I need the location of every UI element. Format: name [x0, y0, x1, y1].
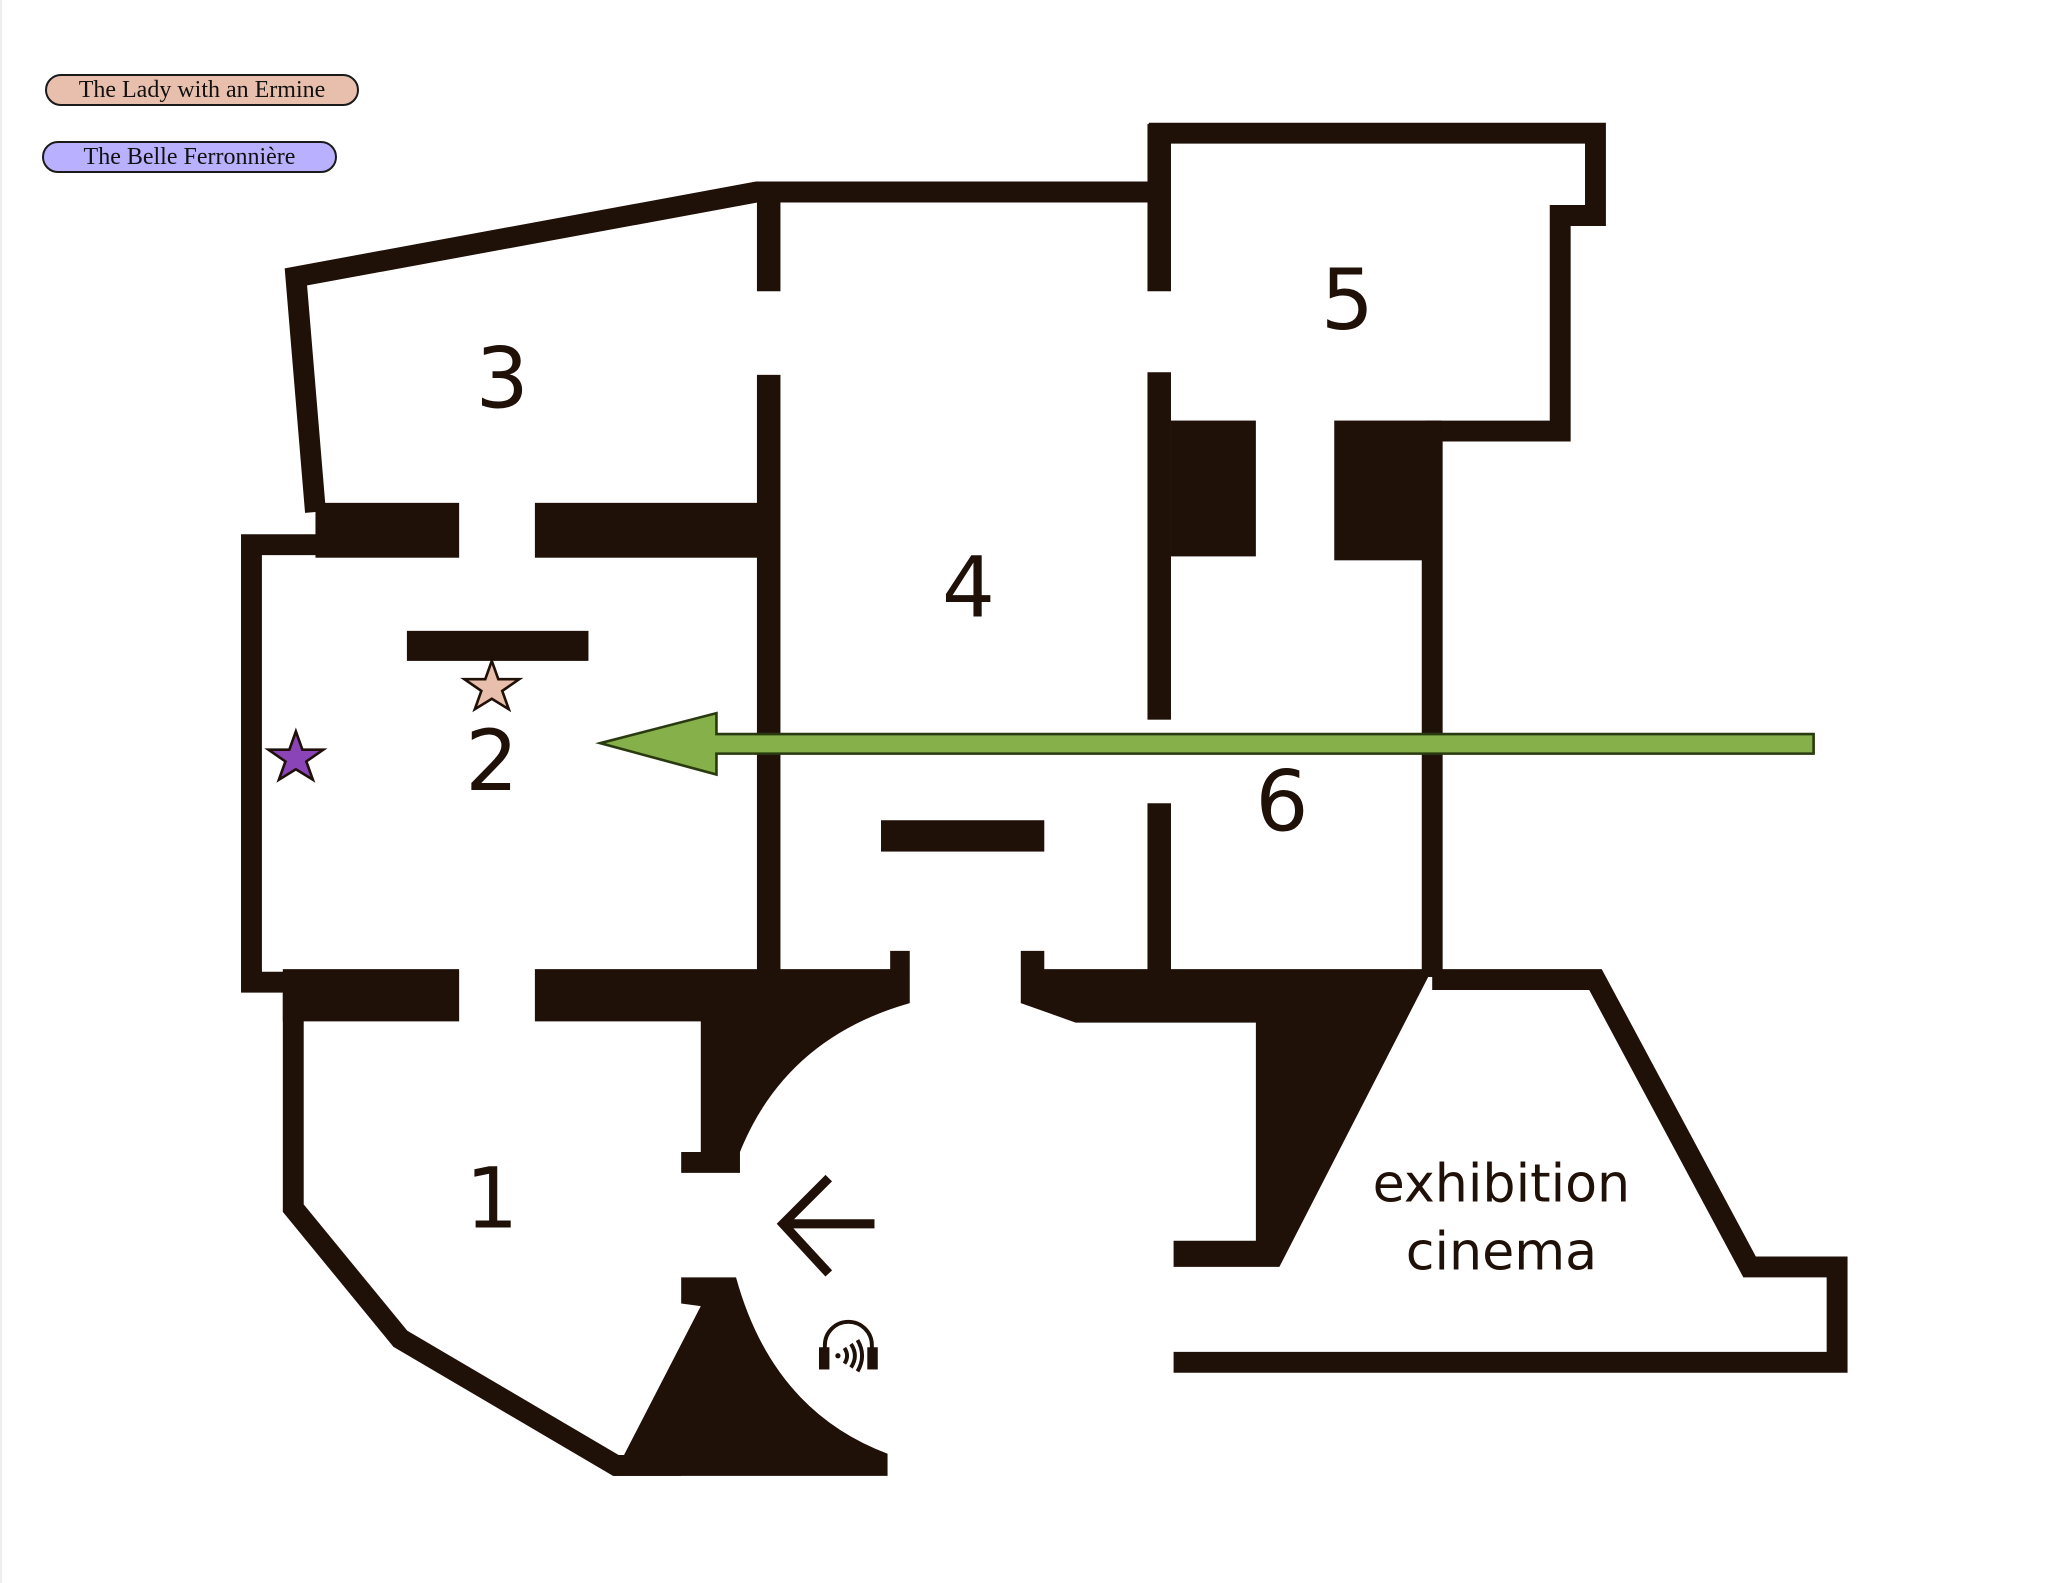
- wall-room2-left: [241, 534, 322, 993]
- block-left: [1170, 420, 1256, 557]
- arrow-left-icon: [776, 1174, 875, 1277]
- wall-room6-right: [1421, 431, 1443, 977]
- wall-room3-2-right: [534, 502, 770, 558]
- partition-room2: [406, 630, 589, 661]
- direction-arrow: [595, 711, 1815, 777]
- wall-room5-outer: [1148, 122, 1606, 442]
- room-label-4: 4: [942, 538, 995, 636]
- room-label-5: 5: [1321, 251, 1374, 349]
- wall-entrance-right: [1020, 950, 1433, 1267]
- wall-cinema: [1173, 969, 1848, 1373]
- room-label-2: 2: [465, 712, 518, 810]
- wall-room3-4-top: [756, 189, 781, 292]
- wall-room4-6-bottom: [1147, 803, 1171, 974]
- room-label-1: 1: [465, 1150, 518, 1248]
- cinema-label-line1: exhibition: [1373, 1155, 1630, 1215]
- room-labels: 1 2 3 4 5 6 exhibition cinema: [465, 251, 1630, 1282]
- wall-room2-1-left: [282, 969, 460, 1022]
- star-icon-lady-with-ermine[interactable]: [460, 657, 524, 713]
- wall-room2-4: [756, 374, 781, 976]
- wall-room4-5-top: [1147, 124, 1171, 292]
- room-label-6: 6: [1255, 753, 1308, 851]
- wall-entrance-left-top: [534, 950, 910, 1173]
- wall-entrance-left-bottom: [613, 1277, 888, 1476]
- wall-room3-outer: [284, 181, 1152, 513]
- walls: [241, 122, 1848, 1476]
- room-label-3: 3: [476, 330, 529, 428]
- cinema-label-line2: cinema: [1406, 1223, 1597, 1283]
- wall-room4-6-mid: [1147, 372, 1171, 720]
- legend-lady-with-ermine-button[interactable]: The Lady with an Ermine: [45, 74, 359, 106]
- wall-room3-2-left: [315, 502, 460, 558]
- partition-room4: [881, 820, 1045, 852]
- star-icon-belle-ferronniere[interactable]: [264, 727, 328, 783]
- legend-belle-ferronniere-button[interactable]: The Belle Ferronnière: [42, 141, 337, 173]
- headphones-icon: [818, 1319, 878, 1373]
